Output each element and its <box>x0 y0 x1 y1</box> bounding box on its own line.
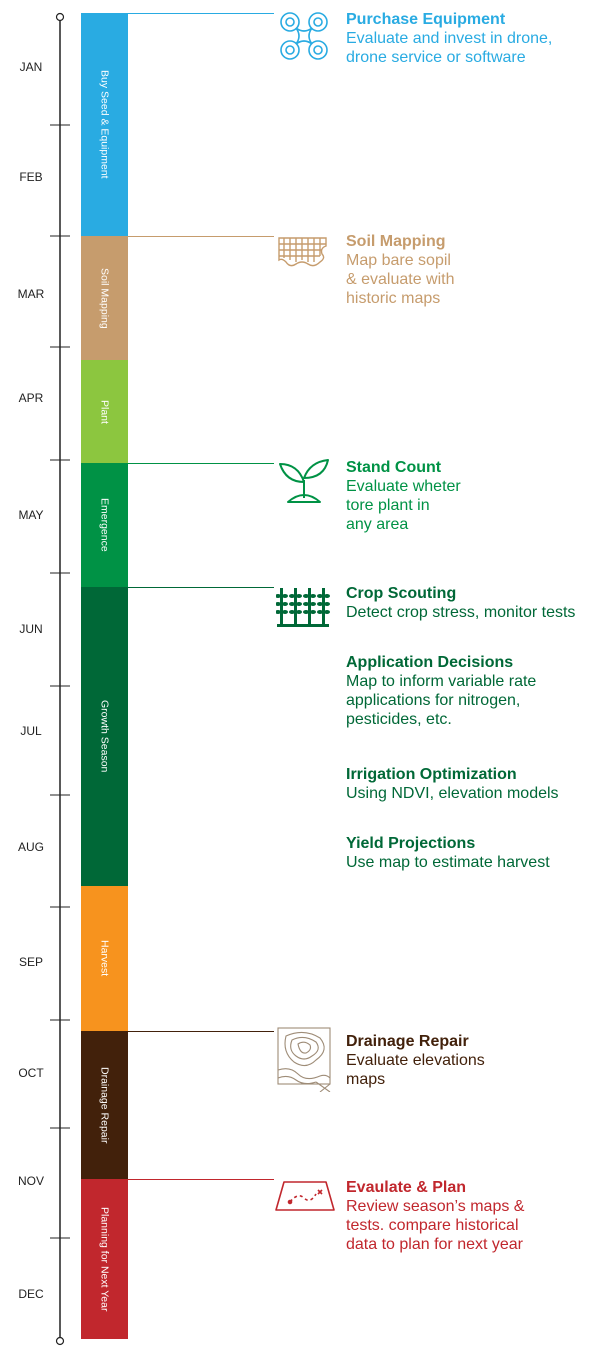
note-title: Application Decisions <box>346 654 514 671</box>
phase-label: Planning for Next Year <box>98 1206 111 1312</box>
note-purchase-equipment: Purchase Equipment Evaluate and invest i… <box>346 10 552 67</box>
phase-label: Drainage Repair <box>98 1066 111 1144</box>
note-title: Drainage Repair <box>346 1033 469 1050</box>
connector-line <box>128 13 274 14</box>
month-label-dec: DEC <box>18 1287 44 1301</box>
note-yield-projections: Yield Projections Use map to estimate ha… <box>346 834 550 872</box>
note-crop-scouting: Crop Scouting Detect crop stress, monito… <box>346 584 575 622</box>
phase-label: Growth Season <box>98 700 111 773</box>
note-evaluate-plan: Evaulate & Plan Review season’s maps & t… <box>346 1178 524 1254</box>
phase-bar-growth-season: Growth Season <box>81 587 128 886</box>
note-desc: Use map to estimate harvest <box>346 854 550 871</box>
note-title: Stand Count <box>346 459 442 476</box>
connector-line <box>128 463 274 464</box>
soil-map-icon <box>278 237 327 267</box>
note-desc: Map bare sopil & evaluate with historic … <box>346 252 455 307</box>
note-title: Soil Mapping <box>346 233 446 250</box>
connector-line <box>128 1031 274 1032</box>
phase-bar-drainage-repair: Drainage Repair <box>81 1031 128 1179</box>
phase-bar-plant: Plant <box>81 360 128 463</box>
note-drainage-repair: Drainage Repair Evaluate elevations maps <box>346 1032 485 1089</box>
month-label-may: MAY <box>18 508 44 522</box>
note-application-decisions: Application Decisions Map to inform vari… <box>346 653 536 729</box>
phase-label: Plant <box>98 399 111 424</box>
crop-rows-icon <box>276 588 330 627</box>
month-label-nov: NOV <box>17 1174 44 1188</box>
phase-bar-planning: Planning for Next Year <box>81 1179 128 1339</box>
note-soil-mapping: Soil Mapping Map bare sopil & evaluate w… <box>346 232 455 308</box>
note-desc: Evaluate and invest in drone, drone serv… <box>346 30 553 66</box>
drone-icon <box>280 12 328 60</box>
phase-label: Emergence <box>98 498 111 552</box>
note-desc: Evaluate elevations maps <box>346 1052 485 1088</box>
phase-bar-soil-mapping: Soil Mapping <box>81 236 128 360</box>
month-label-mar: MAR <box>17 287 45 301</box>
note-title: Purchase Equipment <box>346 11 506 28</box>
month-label-apr: APR <box>18 391 44 405</box>
note-irrigation-optimization: Irrigation Optimization Using NDVI, elev… <box>346 765 559 803</box>
note-title: Yield Projections <box>346 835 476 852</box>
note-desc: Map to inform variable rate applications… <box>346 673 537 728</box>
month-label-feb: FEB <box>19 170 43 184</box>
sprout-icon <box>279 459 329 503</box>
phase-label: Buy Seed & Equipment <box>98 70 111 179</box>
month-label-aug: AUG <box>17 840 44 854</box>
topo-map-icon <box>277 1027 331 1092</box>
month-label-jan: JAN <box>19 60 43 74</box>
route-map-icon <box>275 1181 335 1211</box>
note-desc: Detect crop stress, monitor tests <box>346 604 576 621</box>
connector-line <box>128 587 274 588</box>
phase-label: Harvest <box>98 940 111 977</box>
note-title: Crop Scouting <box>346 585 457 602</box>
note-desc: Using NDVI, elevation models <box>346 785 559 802</box>
phase-bar-harvest: Harvest <box>81 886 128 1031</box>
month-label-jul: JUL <box>20 724 42 738</box>
connector-line <box>128 1179 274 1180</box>
note-desc: Review season’s maps & tests. compare hi… <box>346 1198 525 1253</box>
note-title: Evaulate & Plan <box>346 1179 467 1196</box>
phase-bar-buy-seed: Buy Seed & Equipment <box>81 13 128 236</box>
timeline-axis <box>50 12 70 1346</box>
note-title: Irrigation Optimization <box>346 766 517 783</box>
phase-bar-emergence: Emergence <box>81 463 128 587</box>
connector-line <box>128 236 274 237</box>
note-stand-count: Stand Count Evaluate wheter tore plant i… <box>346 458 461 534</box>
month-label-oct: OCT <box>18 1066 44 1080</box>
month-label-jun: JUN <box>19 622 43 636</box>
phase-label: Soil Mapping <box>98 267 111 329</box>
month-label-sep: SEP <box>18 955 43 969</box>
note-desc: Evaluate wheter tore plant in any area <box>346 478 461 533</box>
